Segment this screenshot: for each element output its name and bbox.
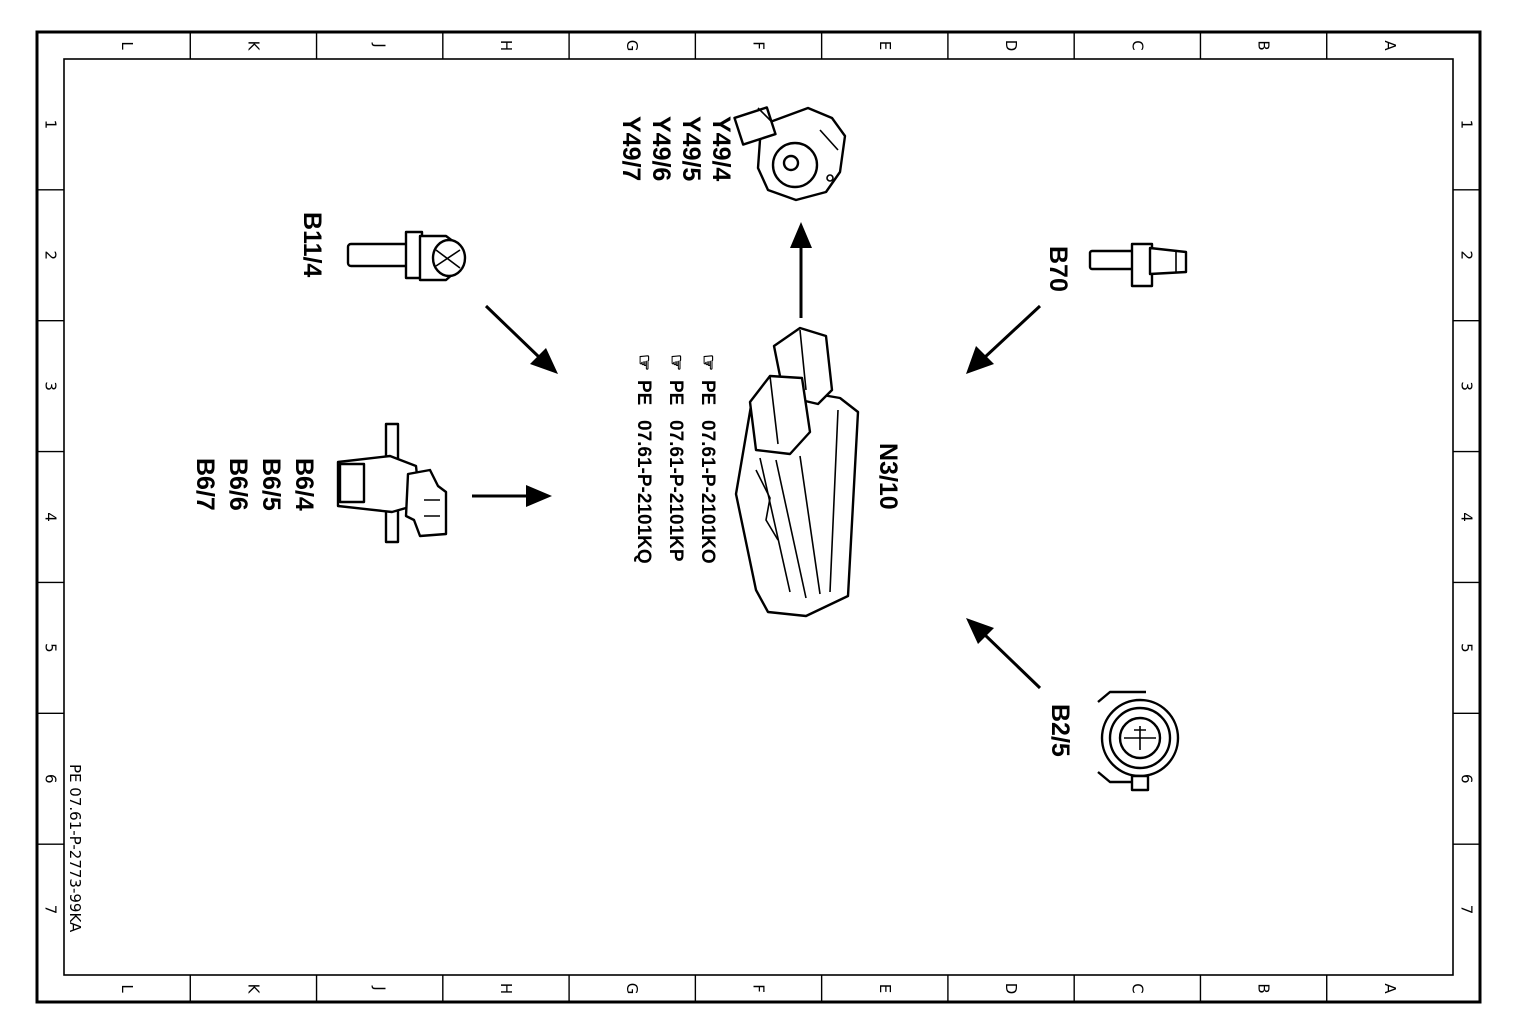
grid-column-label-top: J [371,42,389,47]
b6-label-4: B6/7 [191,458,219,511]
b2-label: B2/5 [1046,704,1074,757]
grid-column-label-bottom: D [1002,983,1020,995]
reference-code-1: 07.61-P-2101KO [697,420,718,564]
reference-code-3: 07.61-P-2101KQ [633,420,654,564]
y49-label-4: Y49/7 [617,116,645,181]
grid-column-label-bottom: K [244,984,262,995]
b6-label-1: B6/4 [290,458,318,511]
y49-label-2: Y49/5 [677,116,705,181]
grid-row-label-right: 5 [1458,643,1476,653]
grid-column-label-top: H [497,40,515,51]
arrow-b70-to-ecu [966,304,1042,374]
y49-label-1: Y49/4 [707,116,735,181]
b2-sensor-icon [1097,690,1180,792]
grid-reference-layer: L L K K J J H H G G F F E E D D C C B B A A 1 1 2 2 3 3 4 4 5 5 6 6 7 7 [37,32,1480,1002]
grid-column-label-top: K [244,41,262,52]
grid-column-label-bottom: E [876,984,894,993]
reference-code-2: 07.61-P-2101KP [665,420,686,562]
b11-label: B11/4 [298,212,326,277]
grid-column-label-top: A [1381,40,1399,51]
reference-prefix-1: PE [697,380,718,405]
arrow-ecu-to-y49 [790,222,812,318]
pointing-hand-icon: ☞ [697,354,718,371]
grid-row-label-left: 4 [42,512,60,522]
ecu-label: N3/10 [874,443,902,510]
grid-column-label-top: C [1128,40,1146,50]
grid-column-label-top: G [623,40,641,52]
arrow-b2-to-ecu [966,618,1042,690]
grid-row-label-left: 7 [42,905,60,915]
b11-label-group: B11/4 [298,212,326,277]
signal-arrows [472,222,1042,690]
inner-frame [63,58,1454,976]
y49-label-3: Y49/6 [647,116,675,181]
b6-label-group: B6/4 B6/5 B6/6 B6/7 [191,458,318,511]
grid-row-label-right: 4 [1458,512,1476,522]
grid-column-label-top: E [876,41,894,50]
reference-prefix-3: PE [633,380,654,405]
grid-column-label-bottom: G [623,983,641,995]
y49-solenoid-icon [733,106,847,202]
pointing-hand-icon: ☞ [633,354,654,371]
b6-label-3: B6/6 [224,458,252,511]
b6-label-2: B6/5 [257,458,285,511]
reference-item-3[interactable]: ☞ PE 07.61-P-2101KQ [633,354,654,564]
ecu-label-group: N3/10 [874,443,902,510]
grid-row-label-right: 7 [1458,905,1476,915]
document-id: PE 07.61-P-2773-99KA [66,764,84,933]
grid-column-label-bottom: A [1381,983,1399,994]
arrow-b11-to-ecu [484,304,558,374]
grid-column-label-bottom: F [750,984,768,993]
grid-column-label-bottom: C [1128,983,1146,993]
arrow-b6-to-ecu [472,485,552,507]
grid-row-label-right: 2 [1458,251,1476,261]
outer-frame [35,30,1482,1004]
grid-column-label-bottom: L [118,984,136,993]
grid-row-label-right: 1 [1458,120,1476,130]
reference-item-2[interactable]: ☞ PE 07.61-P-2101KP [665,354,686,562]
reference-list: ☞ PE 07.61-P-2101KO ☞ PE 07.61-P-2101KP … [633,354,718,564]
ecu-control-unit-icon [734,326,860,618]
b11-sensor-icon [346,230,467,282]
b70-label-group: B70 [1044,246,1072,292]
grid-column-label-top: F [750,41,768,50]
grid-column-label-bottom: H [497,983,515,994]
grid-column-label-bottom: B [1255,983,1273,993]
grid-row-label-left: 2 [42,251,60,261]
grid-row-label-left: 5 [42,643,60,653]
grid-row-label-left: 3 [42,381,60,391]
grid-column-label-top: L [118,41,136,50]
grid-column-label-bottom: J [371,985,389,990]
reference-prefix-2: PE [665,380,686,405]
b2-label-group: B2/5 [1046,704,1074,757]
b6-sensor-icon [336,422,448,544]
grid-row-label-right: 3 [1458,381,1476,391]
document-id-group: PE 07.61-P-2773-99KA [66,764,84,933]
pointing-hand-icon: ☞ [665,354,686,371]
grid-column-label-top: B [1255,40,1273,50]
b70-sensor-icon [1088,242,1188,288]
grid-row-label-left: 6 [42,774,60,784]
reference-item-1[interactable]: ☞ PE 07.61-P-2101KO [697,354,718,564]
y49-label-group: Y49/4 Y49/5 Y49/6 Y49/7 [617,116,735,181]
grid-column-label-top: D [1002,40,1020,52]
grid-row-label-right: 6 [1458,774,1476,784]
b70-label: B70 [1044,246,1072,292]
grid-row-label-left: 1 [42,120,60,130]
